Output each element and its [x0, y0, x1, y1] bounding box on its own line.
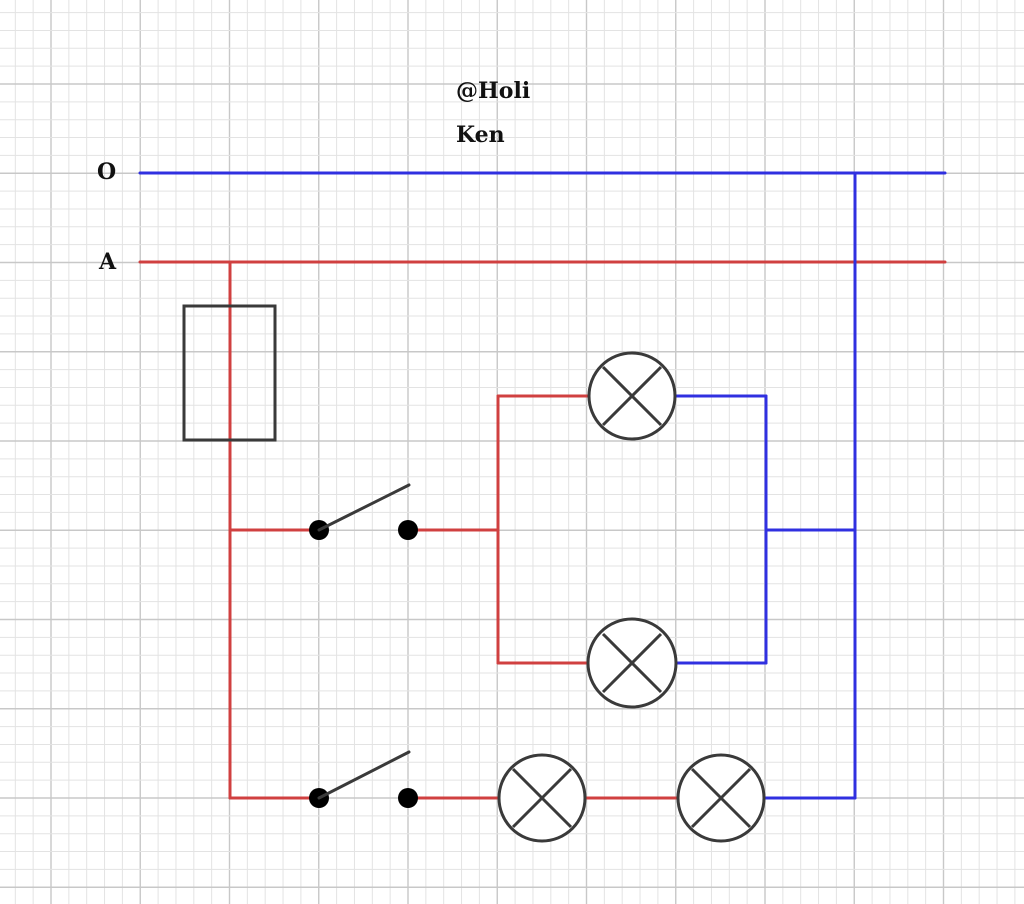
neutral-line-label: O: [97, 159, 117, 185]
switch-2-terminal-right: [398, 788, 418, 808]
lamp-1: [587, 351, 677, 441]
lamp-4: [676, 753, 766, 843]
phase-line-label: A: [99, 249, 117, 275]
fuse-symbol: [182, 304, 277, 442]
lamp-2-cross-b: [601, 632, 663, 694]
lamp-3-cross-b: [511, 767, 573, 829]
lamp-3: [497, 753, 587, 843]
switch-2: [309, 750, 418, 808]
neutral-wiring: [138, 171, 947, 800]
phase-wiring: [138, 260, 947, 800]
credit-line-2: Ken: [456, 122, 505, 148]
switch-1: [309, 483, 418, 540]
credit-line-1: @Holi: [456, 78, 531, 104]
lamp-4-cross-b: [690, 767, 752, 829]
switch-1-blade: [317, 483, 411, 532]
lamp-2: [586, 617, 678, 709]
switch-1-terminal-right: [398, 520, 418, 540]
switch-2-blade: [317, 750, 411, 800]
lamp-1-cross-b: [601, 365, 663, 427]
